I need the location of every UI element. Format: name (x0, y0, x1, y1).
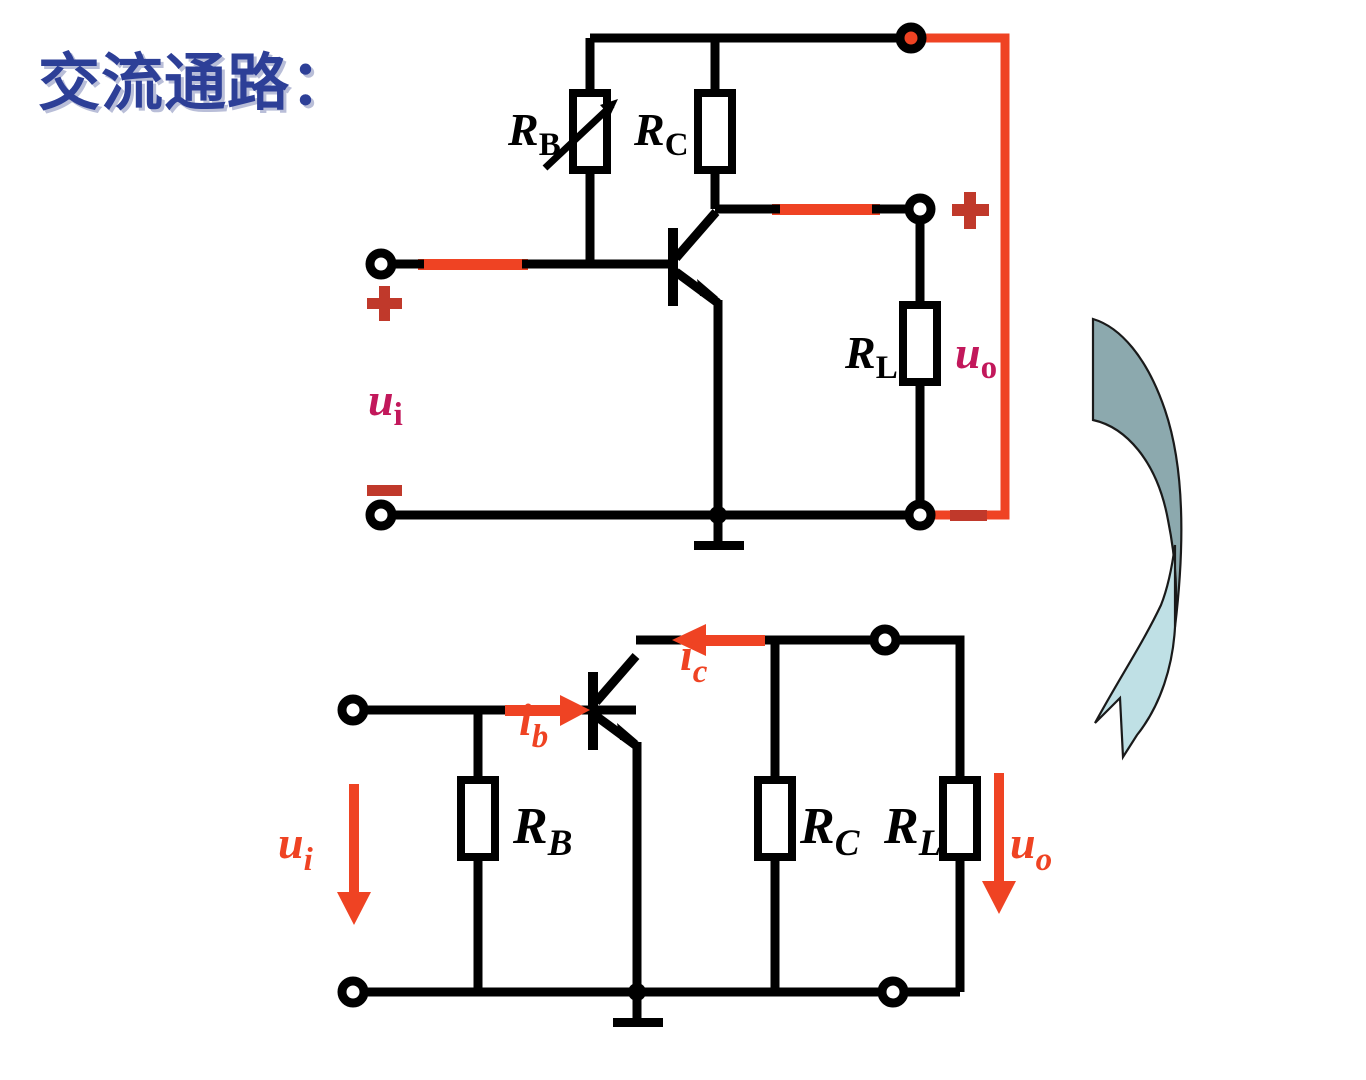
label-rc: RC (633, 104, 689, 163)
rb-variable-arrow-head (600, 99, 618, 116)
input-plus-v (379, 286, 390, 321)
label-ui: ui (368, 374, 403, 433)
ac-label-uo: uo (1010, 817, 1052, 878)
ic-arrow-head (672, 624, 706, 656)
terminals (365, 22, 936, 531)
output-minus (950, 510, 987, 521)
ac-transistor-emitter-arrow (617, 723, 638, 741)
polarity-signs (367, 192, 989, 521)
page-title: 交流通路： (38, 46, 354, 119)
curved-transition-arrow (1091, 317, 1183, 761)
output-plus-v (964, 192, 976, 229)
ib-arrow-shaft (505, 705, 567, 716)
ui-arrow-head (337, 892, 371, 925)
top-circuit-labels: RB RC RL ui uo (368, 104, 997, 433)
terminal-output-negative[interactable] (904, 499, 936, 531)
ac-label-ui: ui (278, 817, 314, 878)
ac-terminal-input-bottom[interactable] (337, 976, 369, 1008)
transistor-emitter-arrow (697, 279, 718, 297)
ac-terminal-output-top[interactable] (869, 624, 901, 656)
transistor-base-bar (668, 228, 678, 306)
npn-transistor (668, 209, 721, 307)
black-wires (386, 33, 925, 545)
ac-resistor-rl (939, 776, 981, 861)
ac-label-rc: RC (799, 798, 861, 864)
input-lead-red-segment (418, 259, 528, 270)
ic-arrow-shaft (703, 635, 765, 646)
resistor-rl (899, 301, 941, 386)
resistor-rb (542, 89, 618, 174)
ac-transistor-emitter-lead (593, 712, 641, 751)
ac-npn-transistor (588, 653, 641, 751)
uo-arrow-head (982, 881, 1016, 914)
ac-equivalent-circuit-diagram: RB RC RL ib ic ui uo (278, 624, 1052, 1027)
uo-arrow-shaft (994, 773, 1004, 898)
ib-arrow-head (560, 695, 590, 726)
current-arrows (337, 624, 1016, 925)
full-circuit-diagram: RB RC RL ui uo (365, 22, 1010, 550)
ac-terminal-input-top[interactable] (337, 694, 369, 726)
transistor-emitter-lead (673, 268, 721, 307)
rb-variable-arrow-shaft (542, 102, 615, 171)
ac-black-wires (362, 635, 965, 1022)
ac-circuit-labels: RB RC RL ib ic ui uo (278, 629, 1052, 878)
ui-arrow-shaft (349, 784, 359, 909)
output-loop-red-wire (920, 33, 1010, 520)
ac-terminals (337, 624, 909, 1008)
ac-transistor-base-bar (588, 672, 598, 750)
transistor-collector-lead (672, 209, 720, 261)
label-rl: RL (844, 327, 898, 386)
ground-symbol (694, 541, 744, 550)
resistor-rc (694, 89, 736, 174)
terminal-input-negative[interactable] (365, 499, 397, 531)
emitter-ground-junction (709, 506, 727, 524)
label-uo: uo (955, 327, 997, 386)
ac-label-ib: ib (519, 694, 548, 755)
terminal-supply[interactable] (895, 22, 927, 54)
ac-ground-symbol (613, 1018, 663, 1027)
ac-resistor-rc (754, 776, 796, 861)
label-rb: RB (507, 104, 561, 163)
input-minus (367, 485, 402, 496)
terminal-output-positive[interactable] (904, 193, 936, 225)
ac-terminal-output-bottom[interactable] (877, 976, 909, 1008)
ac-label-rl: RL (883, 798, 941, 864)
ac-transistor-collector-lead (592, 653, 640, 705)
ac-emitter-ground-junction (628, 983, 646, 1001)
ac-label-ic: ic (680, 629, 708, 690)
ribbon-lower-segment (1094, 544, 1177, 761)
ac-label-rb: RB (512, 798, 572, 864)
output-lead-red-segment (772, 204, 880, 215)
ac-resistor-rb (457, 776, 499, 861)
terminal-input-positive[interactable] (365, 248, 397, 280)
